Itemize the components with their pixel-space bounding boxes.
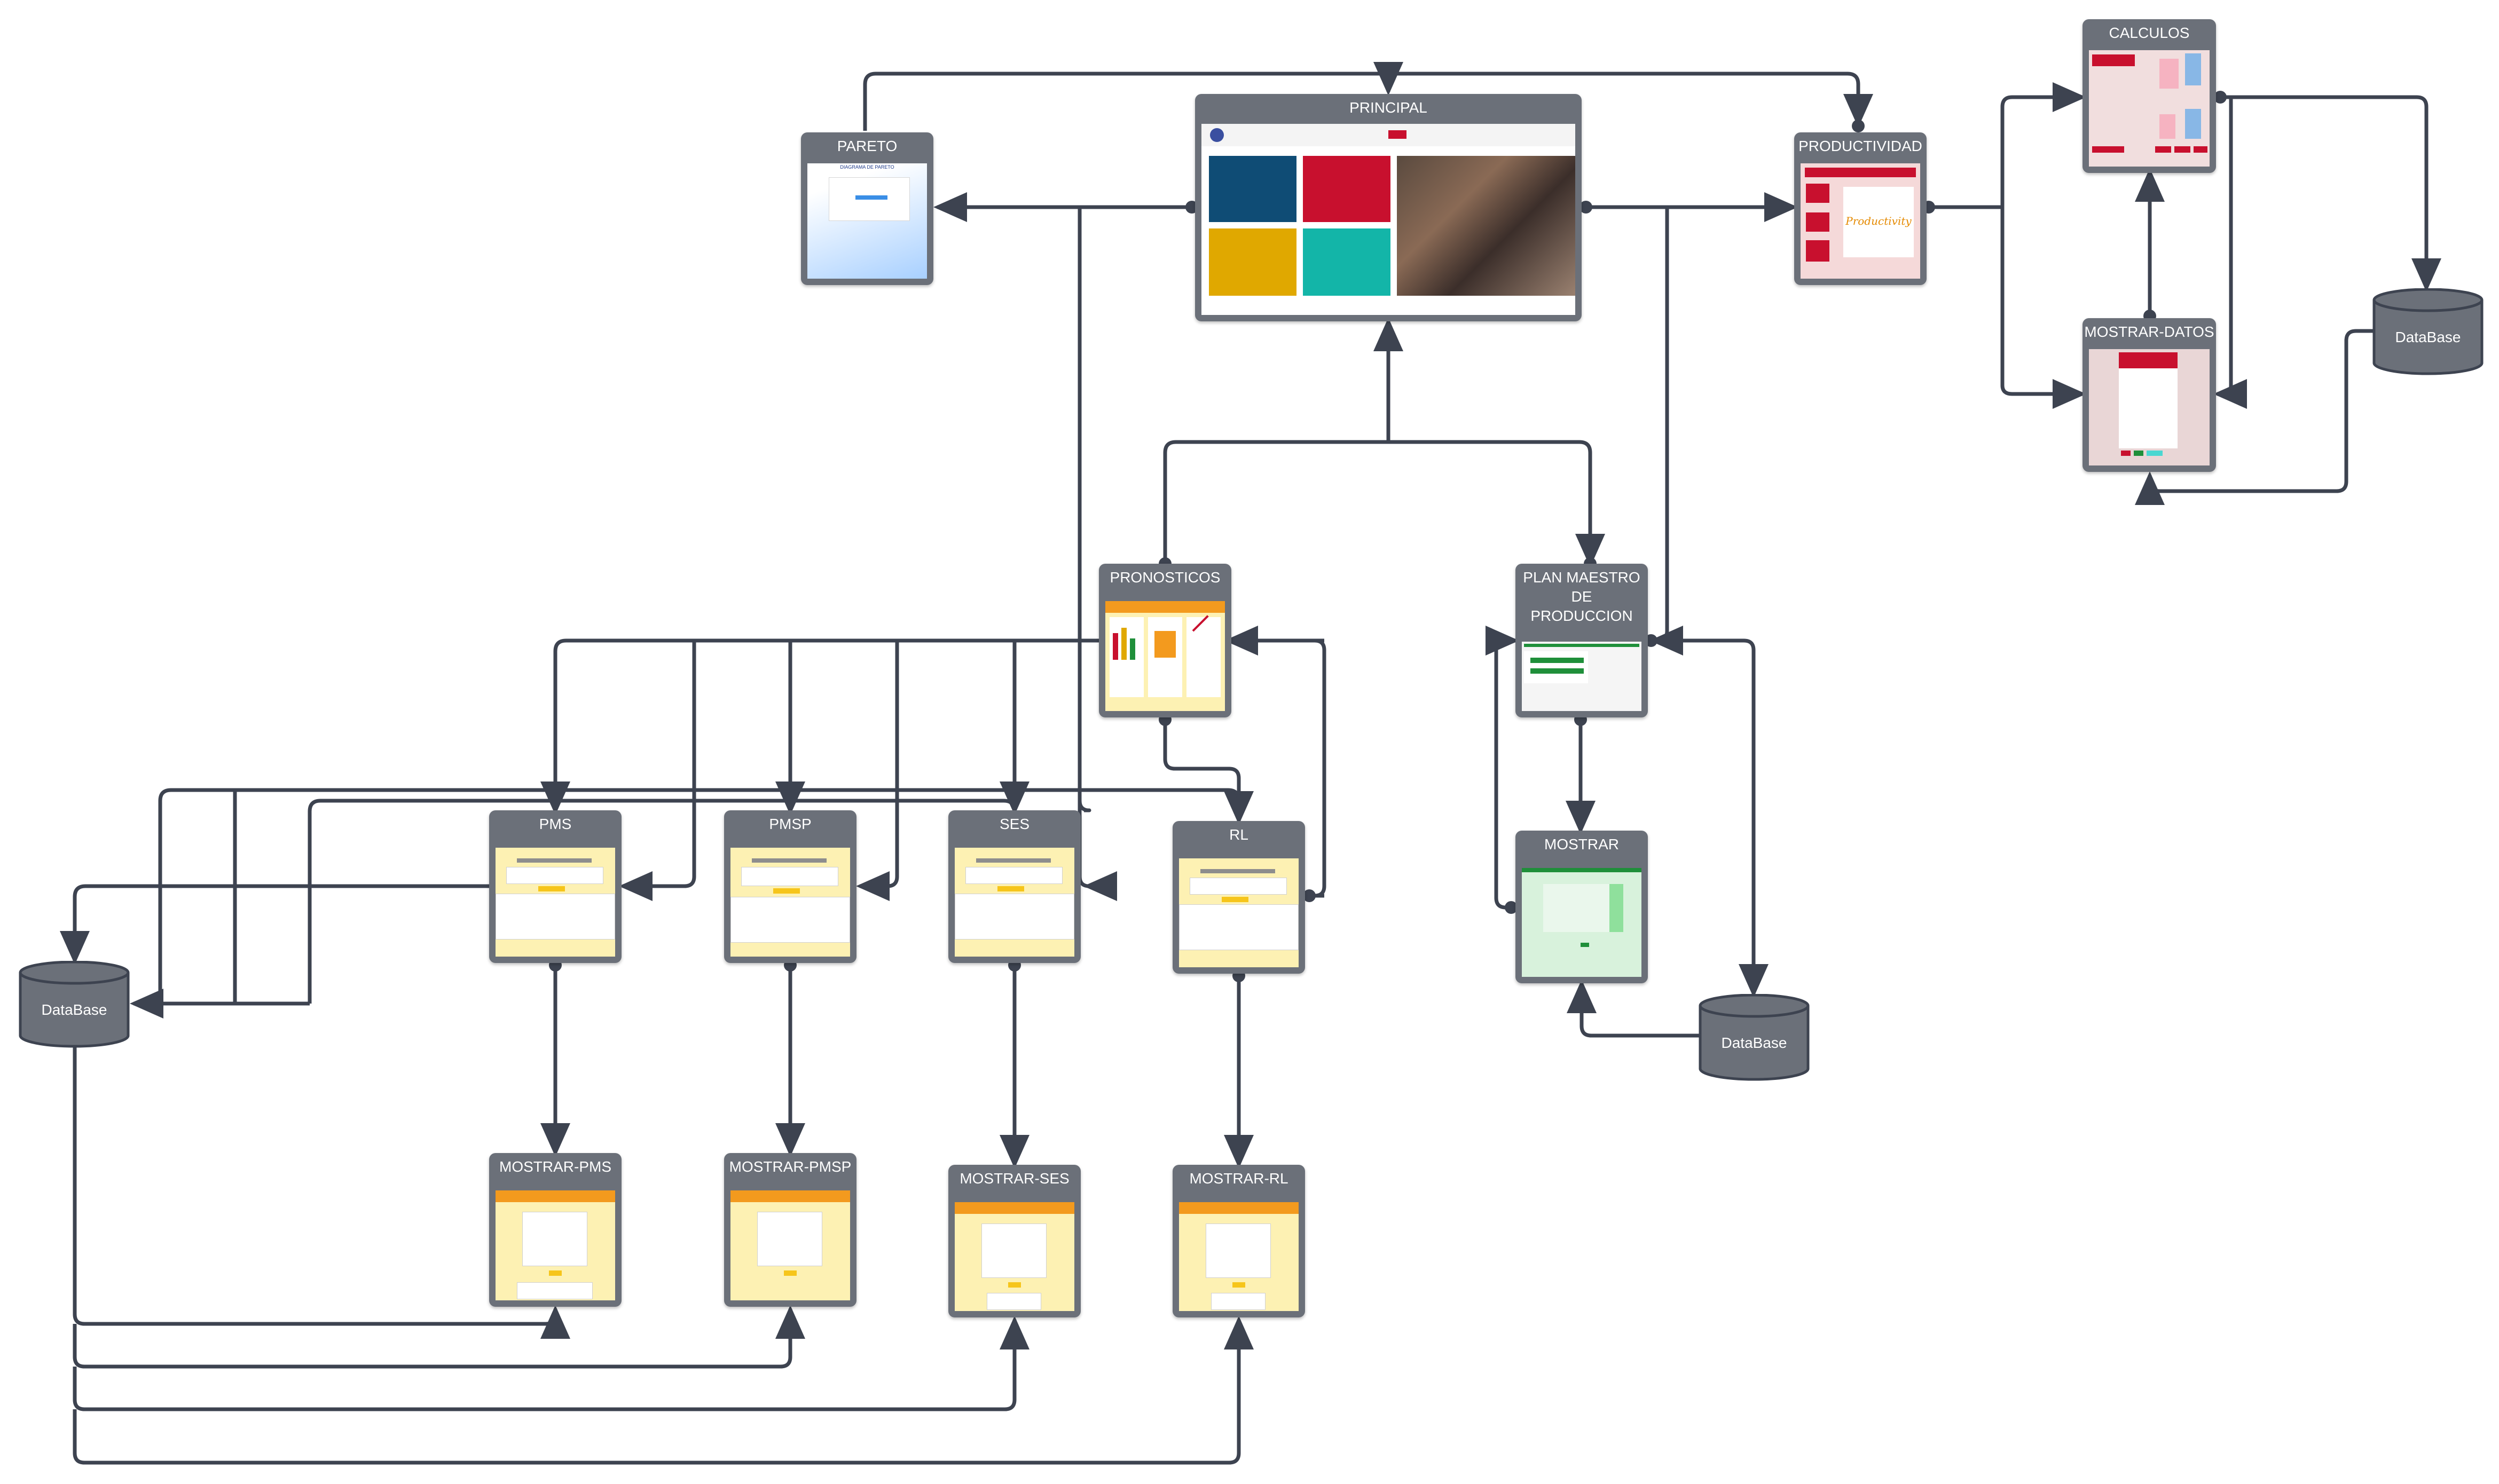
node-rl-title: RL	[1229, 826, 1248, 843]
mostrar-ses-thumbnail	[955, 1202, 1074, 1311]
ses-thumbnail	[955, 848, 1074, 957]
wire-mostrar-plan-loop	[1486, 626, 1519, 910]
node-pareto[interactable]: PARETO DIAGRAMA DE PARETO	[801, 132, 933, 285]
node-mostrar-datos[interactable]: MOSTRAR-DATOS	[2082, 318, 2216, 472]
wire-db-right-mostrar-datos	[2135, 329, 2375, 505]
node-mostrar-ses-title: MOSTRAR-SES	[960, 1170, 1070, 1187]
pareto-heading: DIAGRAMA DE PARETO	[840, 164, 894, 170]
productividad-wordmark: Productivity	[1845, 215, 1912, 227]
pronosticos-thumbnail	[1105, 601, 1225, 711]
wire-db-left-connect	[308, 799, 1017, 1004]
tile-teal	[1303, 228, 1390, 296]
mostrar-thumbnail	[1522, 868, 1641, 977]
tile-red	[1303, 156, 1390, 222]
wire-principal-split	[1163, 440, 1605, 567]
node-rl[interactable]: RL	[1173, 821, 1305, 974]
node-ses-title: SES	[999, 816, 1030, 832]
node-mostrar-rl-title: MOSTRAR-RL	[1189, 1170, 1288, 1187]
tile-yellow	[1209, 228, 1296, 296]
wire-principal-left-trunk	[1078, 207, 1091, 812]
wire-db-mostrar-pmsp	[73, 1305, 805, 1369]
mostrar-rl-thumbnail	[1179, 1202, 1299, 1311]
pmsp-thumbnail	[730, 848, 850, 957]
mostrar-pmsp-thumbnail	[730, 1190, 850, 1300]
wire-productividad-mostrar-datos	[2000, 207, 2086, 409]
node-mostrar-pms[interactable]: MOSTRAR-PMS	[489, 1153, 622, 1307]
node-mostrar-ses[interactable]: MOSTRAR-SES	[948, 1165, 1081, 1317]
node-pms-title: PMS	[539, 816, 572, 832]
wire-plan-db-center	[1651, 638, 1769, 998]
wire-calculos-db	[2220, 95, 2441, 292]
node-principal-title: PRINCIPAL	[1349, 99, 1427, 116]
database-center: DataBase	[1698, 993, 1810, 1082]
wire-db-mostrar-rl	[73, 1316, 1254, 1465]
node-mostrar-pmsp[interactable]: MOSTRAR-PMSP	[724, 1153, 856, 1307]
wire-branch-ses	[1078, 801, 1117, 901]
wire-pron-pms	[540, 638, 1100, 815]
principal-thumbnail	[1201, 124, 1575, 315]
node-pareto-title: PARETO	[837, 138, 898, 154]
wire-branch-pmsp	[856, 641, 899, 901]
node-pronosticos[interactable]: PRONOSTICOS	[1099, 564, 1231, 717]
node-mostrar-pmsp-title: MOSTRAR-PMSP	[729, 1158, 852, 1175]
node-pronosticos-title: PRONOSTICOS	[1110, 569, 1221, 586]
mostrar-datos-thumbnail	[2089, 349, 2210, 465]
node-ses[interactable]: SES	[948, 810, 1081, 963]
node-productividad-title: PRODUCTIVIDAD	[1798, 138, 1922, 154]
wire-calculos-mostrar-datos	[2213, 95, 2247, 409]
node-mostrar-pms-title: MOSTRAR-PMS	[499, 1158, 611, 1175]
node-pmsp[interactable]: PMSP	[724, 810, 856, 963]
node-mostrar[interactable]: MOSTRAR	[1515, 831, 1648, 983]
node-mostrar-rl[interactable]: MOSTRAR-RL	[1173, 1165, 1305, 1317]
wire-db-mostrar-pms	[73, 1047, 570, 1339]
database-right: DataBase	[2372, 288, 2484, 376]
plan-maestro-thumbnail	[1522, 642, 1641, 711]
node-mostrar-title: MOSTRAR	[1544, 836, 1619, 852]
node-plan-maestro[interactable]: PLAN MAESTRO DE PRODUCCION	[1515, 564, 1648, 717]
productividad-thumbnail: Productivity	[1801, 163, 1920, 279]
node-mostrar-datos-title: MOSTRAR-DATOS	[2084, 323, 2214, 340]
pms-thumbnail	[496, 848, 615, 957]
wire-db-center-mostrar	[1567, 980, 1701, 1038]
plan-maestro-title-line3: PRODUCCION	[1530, 607, 1633, 624]
plan-maestro-title-line1: PLAN MAESTRO	[1523, 569, 1640, 586]
node-calculos-title: CALCULOS	[2109, 25, 2190, 41]
tile-blue	[1209, 156, 1296, 222]
wire-pron-rl	[1163, 720, 1254, 825]
wire-pareto-principal-top	[863, 72, 1873, 131]
node-pmsp-title: PMSP	[769, 816, 812, 832]
database-right-label: DataBase	[2395, 329, 2461, 345]
wire-principal-right-trunk	[1649, 207, 1683, 656]
pareto-thumbnail: DIAGRAMA DE PARETO	[807, 163, 927, 279]
plan-maestro-title-line2: DE	[1571, 588, 1592, 605]
node-productividad[interactable]: PRODUCTIVIDAD Productivity	[1794, 132, 1927, 285]
node-plan-maestro-title: PLAN MAESTRO DE PRODUCCION	[1515, 564, 1648, 626]
database-left: DataBase	[18, 960, 130, 1048]
wire-db-mostrar-ses	[73, 1316, 1030, 1411]
wire-productividad-calculos	[1929, 82, 2086, 209]
node-pms[interactable]: PMS	[489, 810, 622, 963]
rl-thumbnail	[1179, 858, 1299, 967]
wire-db-left-top-1	[158, 788, 1241, 1005]
node-calculos[interactable]: CALCULOS	[2082, 19, 2216, 173]
calculos-thumbnail	[2089, 50, 2210, 167]
principal-photo	[1397, 156, 1575, 296]
mostrar-pms-thumbnail	[496, 1190, 615, 1300]
database-center-label: DataBase	[1721, 1035, 1787, 1051]
node-principal[interactable]: PRINCIPAL	[1195, 94, 1582, 321]
wire-pms-db-left	[60, 884, 491, 965]
database-left-label: DataBase	[41, 1001, 107, 1018]
wire-branch-pms	[619, 641, 696, 901]
